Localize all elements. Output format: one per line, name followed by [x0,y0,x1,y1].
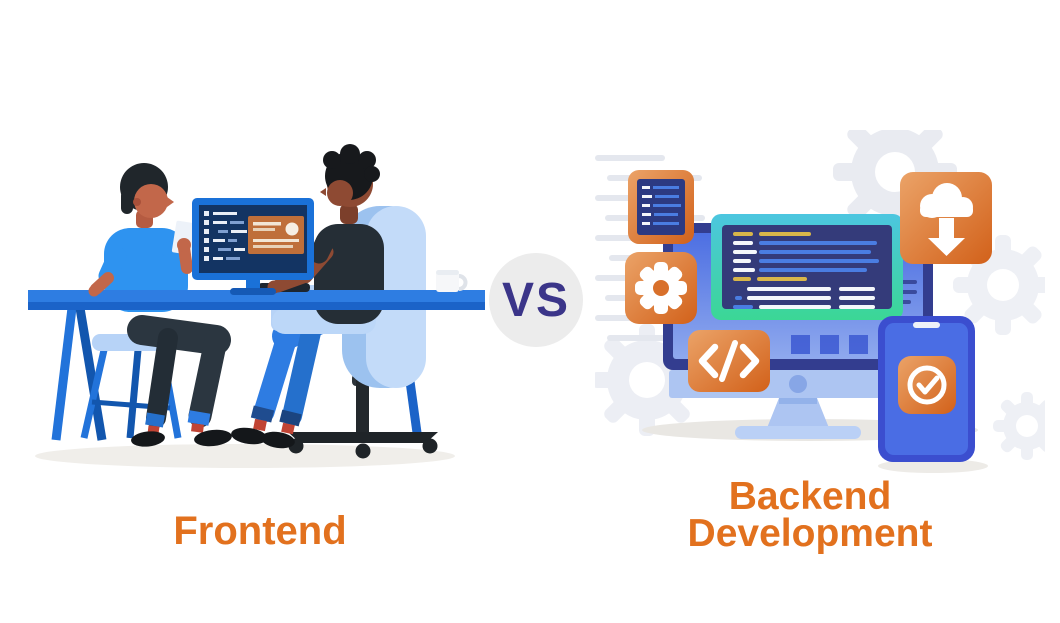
monitor [192,198,314,295]
developer-left-legs [127,315,232,447]
frontend-label: Frontend [110,511,410,551]
speaker [913,322,940,328]
dock-squares [791,335,868,354]
desk [28,290,485,310]
ground-shadow [35,444,455,468]
backend-label-line2: Development [687,512,933,555]
backend-label: Backend Development [655,475,965,555]
browser-card [248,216,304,254]
checklist-lines [204,211,247,261]
gear-icon [625,252,697,324]
background-gears [595,130,1045,460]
cloud-download-icon [900,172,992,264]
terminal-window-icon [628,170,694,244]
code-lines [733,232,879,309]
vs-badge: VS [489,253,583,347]
code-window [711,214,903,320]
frontend-scene-svg [28,144,485,468]
resting-arm [88,272,114,297]
code-icon [688,330,770,392]
vs-label: VS [501,273,571,327]
backend-illustration [595,130,1045,475]
phone-shadow [878,459,988,473]
smartphone [878,316,975,462]
backend-label-line1: Backend [728,475,892,518]
developer-right-legs [231,306,334,449]
mug [436,270,468,292]
backend-scene-svg [595,130,1045,473]
frontend-label-text: Frontend [173,509,347,553]
power-button [789,375,807,393]
frontend-illustration [20,140,490,480]
checkmark-icon [898,356,956,414]
developer-left [98,163,200,312]
